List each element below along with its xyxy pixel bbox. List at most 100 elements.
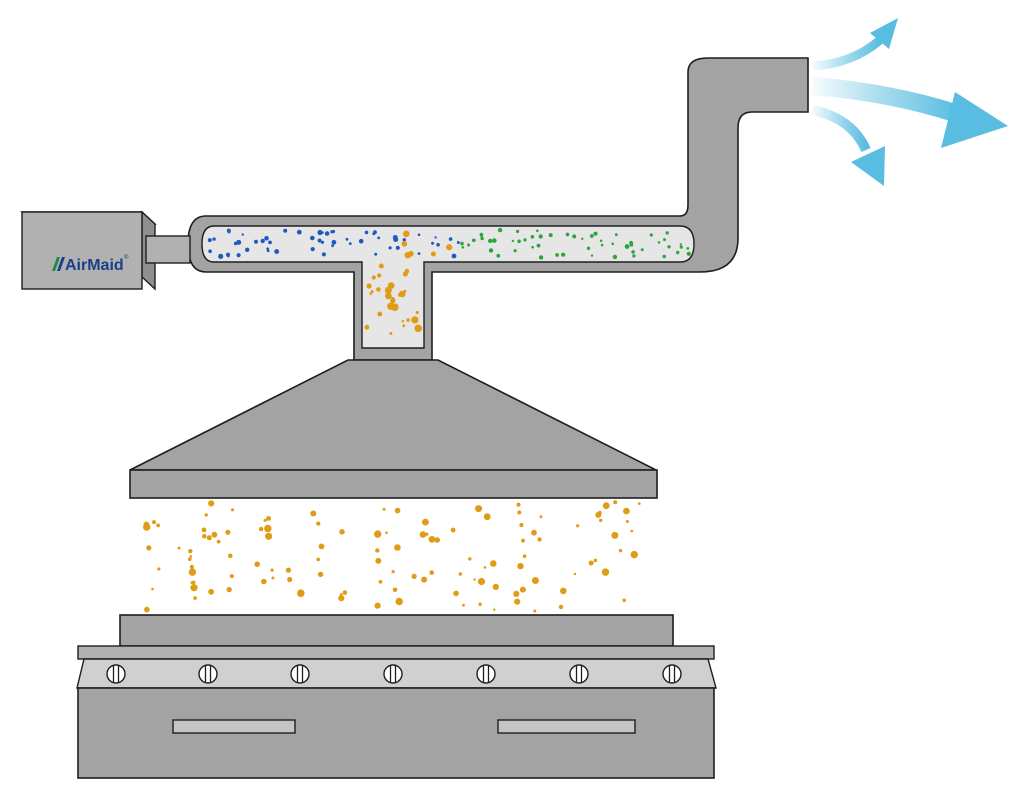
grease-particle [266,516,271,521]
clean-particle [632,254,636,258]
clean-particle [561,252,566,257]
grease-particle [599,518,603,523]
grease-particle [144,606,150,613]
clean-particle [480,236,484,241]
clean-particle [488,248,494,253]
clean-particle [555,253,559,257]
grease-particle [458,572,462,576]
grease-particle [263,518,267,522]
fine-particle [260,238,265,244]
fine-particle [310,247,315,252]
grease-particle [401,320,404,323]
clean-particle [667,245,671,249]
clean-particle [611,242,614,246]
grease-particle [613,500,618,505]
grease-particle [403,289,407,293]
grease-particle [531,529,537,536]
clean-particle [686,247,690,250]
fine-particle [395,245,400,250]
grease-particle [374,602,381,609]
clean-particle [581,237,584,240]
fine-particle [268,240,272,245]
grease-particle [630,550,638,559]
grease-particle [188,549,193,554]
grease-particle [225,529,231,535]
fine-particle [296,229,302,235]
fine-particle [310,235,315,241]
fine-particle [324,231,330,236]
grease-particle [152,520,156,525]
airflow-arrow-up-icon [811,18,898,71]
airmaid-logo: AirMaid ® [52,254,129,274]
grease-particle [414,324,423,333]
fine-particle [331,239,337,245]
clean-particle [460,241,464,246]
grease-particle [422,518,429,526]
grease-particle [429,570,435,575]
grease-particle [387,302,395,310]
grease-particle [258,526,264,532]
grease-particle [188,557,192,561]
grease-particle [394,507,401,514]
clean-particle [657,241,661,244]
fine-particle [207,238,212,243]
fine-particle [451,253,457,259]
fine-particle [431,241,435,245]
grease-particle [375,548,380,553]
grease-particle [202,533,207,539]
fine-particle [317,238,322,243]
clean-particle [586,246,591,250]
grease-particle [399,290,406,298]
grease-particle [366,283,372,289]
fine-particle [417,252,421,256]
grease-particle [446,244,453,251]
grease-particle [595,511,602,518]
clean-particle [600,243,604,247]
knob-icon [198,664,218,684]
grease-particle [229,574,234,579]
grease-particle [537,537,542,542]
grease-particle [411,316,419,324]
clean-particle [565,232,570,237]
grease-particle [415,310,419,315]
grease-particle [206,535,212,541]
grease-particle [193,596,197,600]
grease-particle [560,587,567,595]
clean-particle [649,233,653,237]
grease-particle [468,557,472,561]
clean-particle [516,229,520,233]
grease-particle [531,577,539,584]
grease-particle [521,538,525,543]
grease-particle [375,557,382,564]
grease-particle [514,598,521,605]
grease-particle [473,578,476,581]
grease-particle [208,588,215,595]
grease-particle [378,579,383,584]
fine-particle [331,244,334,248]
grease-particle [421,576,428,583]
grease-particle [377,311,383,317]
clean-particle [572,234,577,239]
grease-particle [211,531,218,538]
grease-particle [271,576,275,580]
grease-particle [517,510,522,515]
clean-particle [589,234,594,238]
unit-connector-pipe [145,235,191,264]
airmaid-unit: AirMaid ® [20,210,191,291]
grease-particle [208,500,215,507]
grease-particle [539,515,543,519]
cabinet-handle-right [497,719,636,734]
fine-particle [372,232,376,236]
grease-particle [453,590,459,597]
grease-particle [483,566,487,569]
grease-particle [533,609,537,613]
fine-particle [436,243,440,247]
rising-grease-particles [143,500,641,613]
grease-particle [338,595,345,602]
grease-particle [377,273,382,278]
grease-particle [216,539,221,544]
grease-particle [264,524,272,533]
clean-particle [538,255,544,260]
grease-particle [201,527,207,533]
clean-particle [590,254,594,257]
